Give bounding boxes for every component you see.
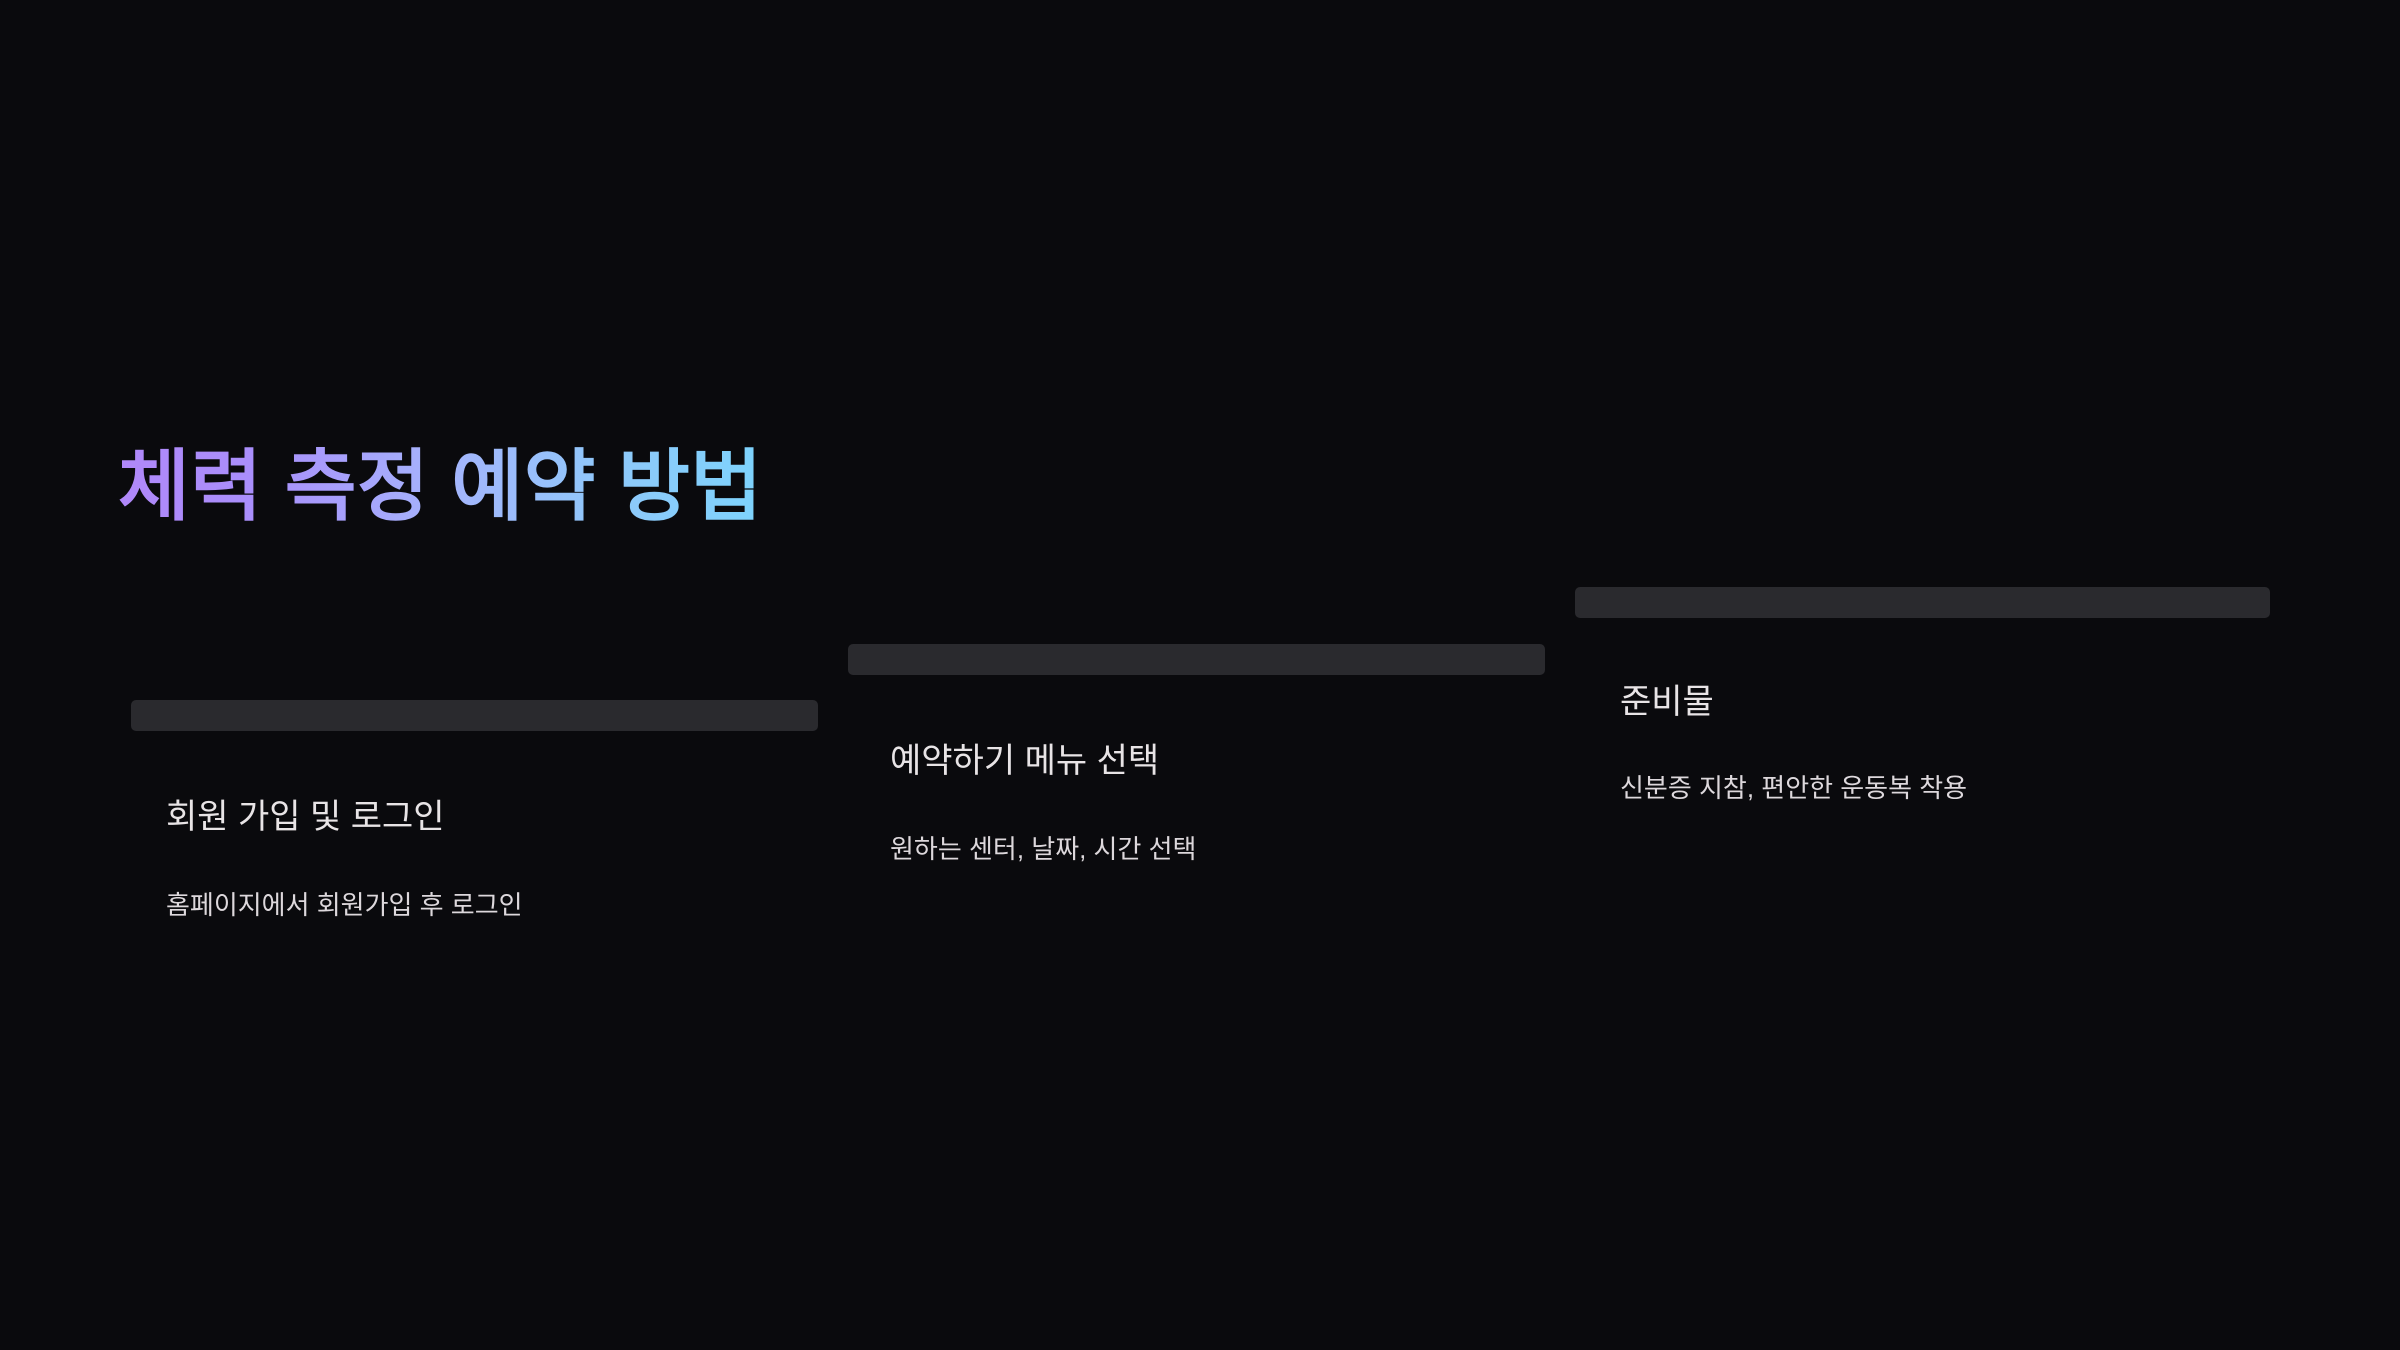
step-image-placeholder — [131, 700, 818, 731]
step-title: 준비물 — [1620, 683, 1714, 721]
step-description: 원하는 센터, 날짜, 시간 선택 — [890, 834, 1197, 864]
step-description: 신분증 지참, 편안한 운동복 착용 — [1620, 773, 1968, 803]
step-image-placeholder — [1575, 587, 2270, 618]
page-title: 체력 측정 예약 방법 — [118, 434, 763, 538]
step-card-1: 회원 가입 및 로그인 홈페이지에서 회원가입 후 로그인 — [131, 700, 818, 923]
step-title: 예약하기 메뉴 선택 — [890, 742, 1160, 780]
step-image-placeholder — [848, 644, 1545, 675]
step-card-2: 예약하기 메뉴 선택 원하는 센터, 날짜, 시간 선택 — [848, 644, 1545, 867]
step-description: 홈페이지에서 회원가입 후 로그인 — [166, 890, 523, 920]
step-card-3: 준비물 신분증 지참, 편안한 운동복 착용 — [1575, 587, 2270, 806]
step-title: 회원 가입 및 로그인 — [166, 798, 445, 836]
